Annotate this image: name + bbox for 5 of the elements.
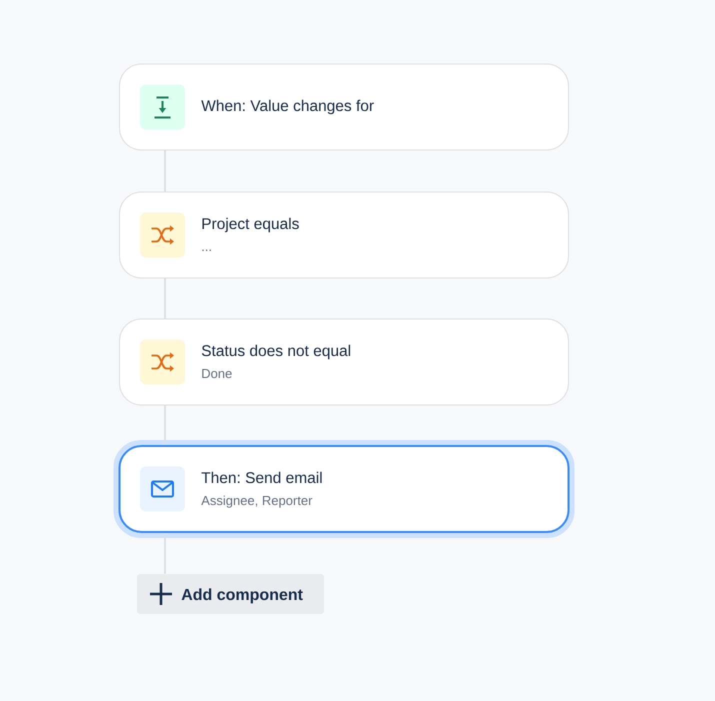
step-card: Project equals ... [119,192,569,278]
step-card: When: Value changes for [119,64,569,150]
step-card: Status does not equal Done [119,318,569,406]
add-button: Add component [137,574,324,614]
step-card: Then: Send email Assignee, Reporter [114,440,574,538]
